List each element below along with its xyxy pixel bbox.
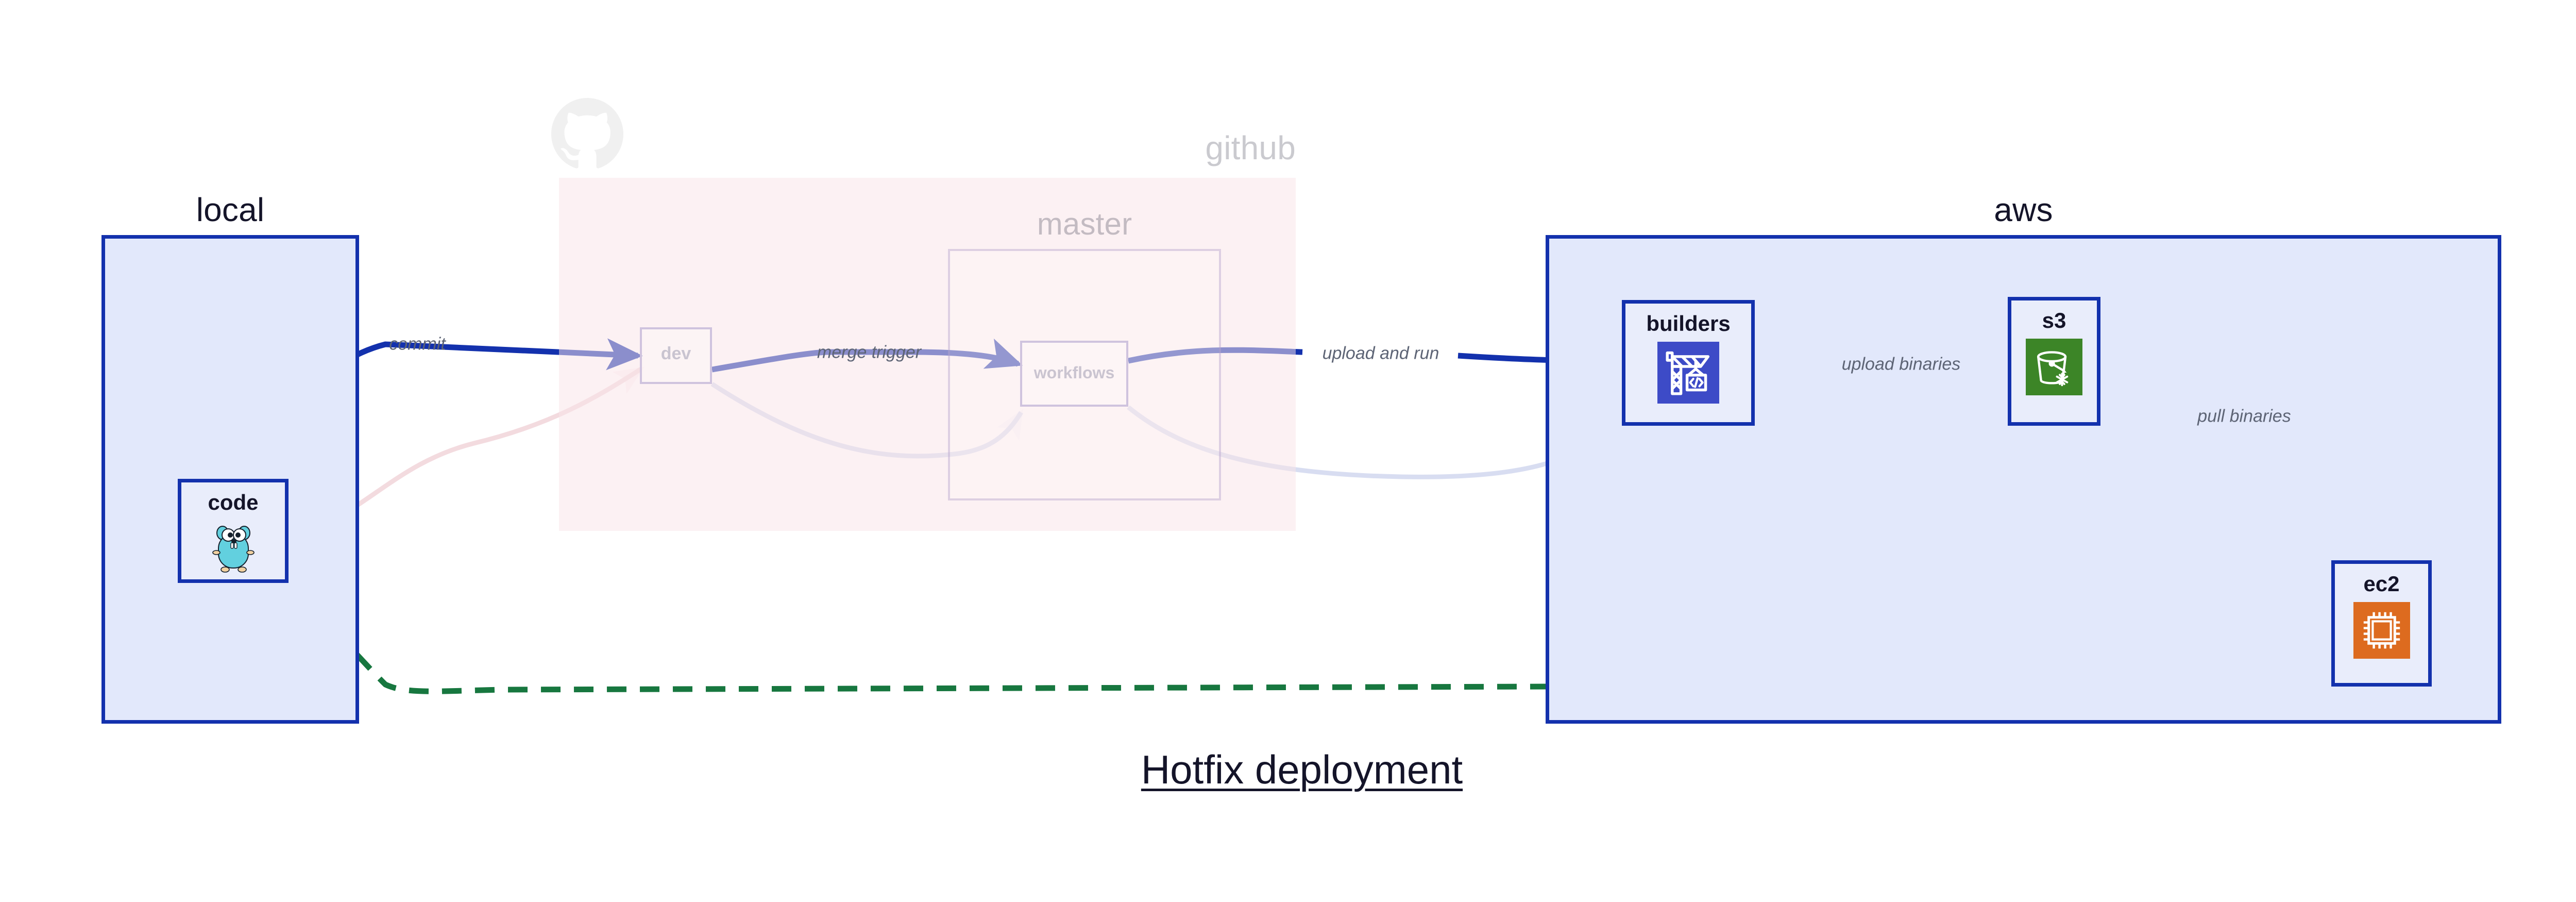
github-octocat-icon <box>551 98 623 170</box>
node-s3[interactable]: s3 <box>2008 297 2100 426</box>
node-ec2[interactable]: ec2 <box>2331 560 2432 687</box>
node-ec2-label: ec2 <box>2363 572 2400 596</box>
node-code-label: code <box>208 490 259 514</box>
aws-s3-glacier-icon <box>2026 339 2082 398</box>
node-workflows[interactable]: workflows <box>1020 341 1128 407</box>
node-dev-label: dev <box>660 344 691 363</box>
aws-codebuild-icon <box>1657 342 1719 406</box>
group-github-label: github <box>1205 129 1296 166</box>
edge-label-upload-and-run: upload and run <box>1322 343 1439 363</box>
edge-label-commit: commit <box>389 334 446 354</box>
node-code[interactable]: code <box>178 479 289 583</box>
node-dev[interactable]: dev <box>640 327 712 384</box>
group-local-label: local <box>196 191 265 228</box>
group-aws-label: aws <box>1994 191 2053 228</box>
group-master-label: master <box>1037 207 1132 241</box>
group-master <box>948 249 1221 500</box>
diagram-title: Hotfix deployment <box>1141 747 1463 792</box>
edge-label-upload-binaries: upload binaries <box>1841 354 1961 374</box>
node-builders[interactable]: builders <box>1622 300 1755 426</box>
edge-label-pull-binaries: pull binaries <box>2197 406 2291 426</box>
edge-label-merge-trigger: merge trigger <box>817 342 922 362</box>
node-builders-label: builders <box>1646 311 1731 336</box>
aws-ec2-icon <box>2353 602 2410 661</box>
go-gopher-icon <box>212 521 255 577</box>
node-s3-label: s3 <box>2042 308 2066 332</box>
node-workflows-label: workflows <box>1033 363 1115 382</box>
group-github <box>559 178 1296 531</box>
